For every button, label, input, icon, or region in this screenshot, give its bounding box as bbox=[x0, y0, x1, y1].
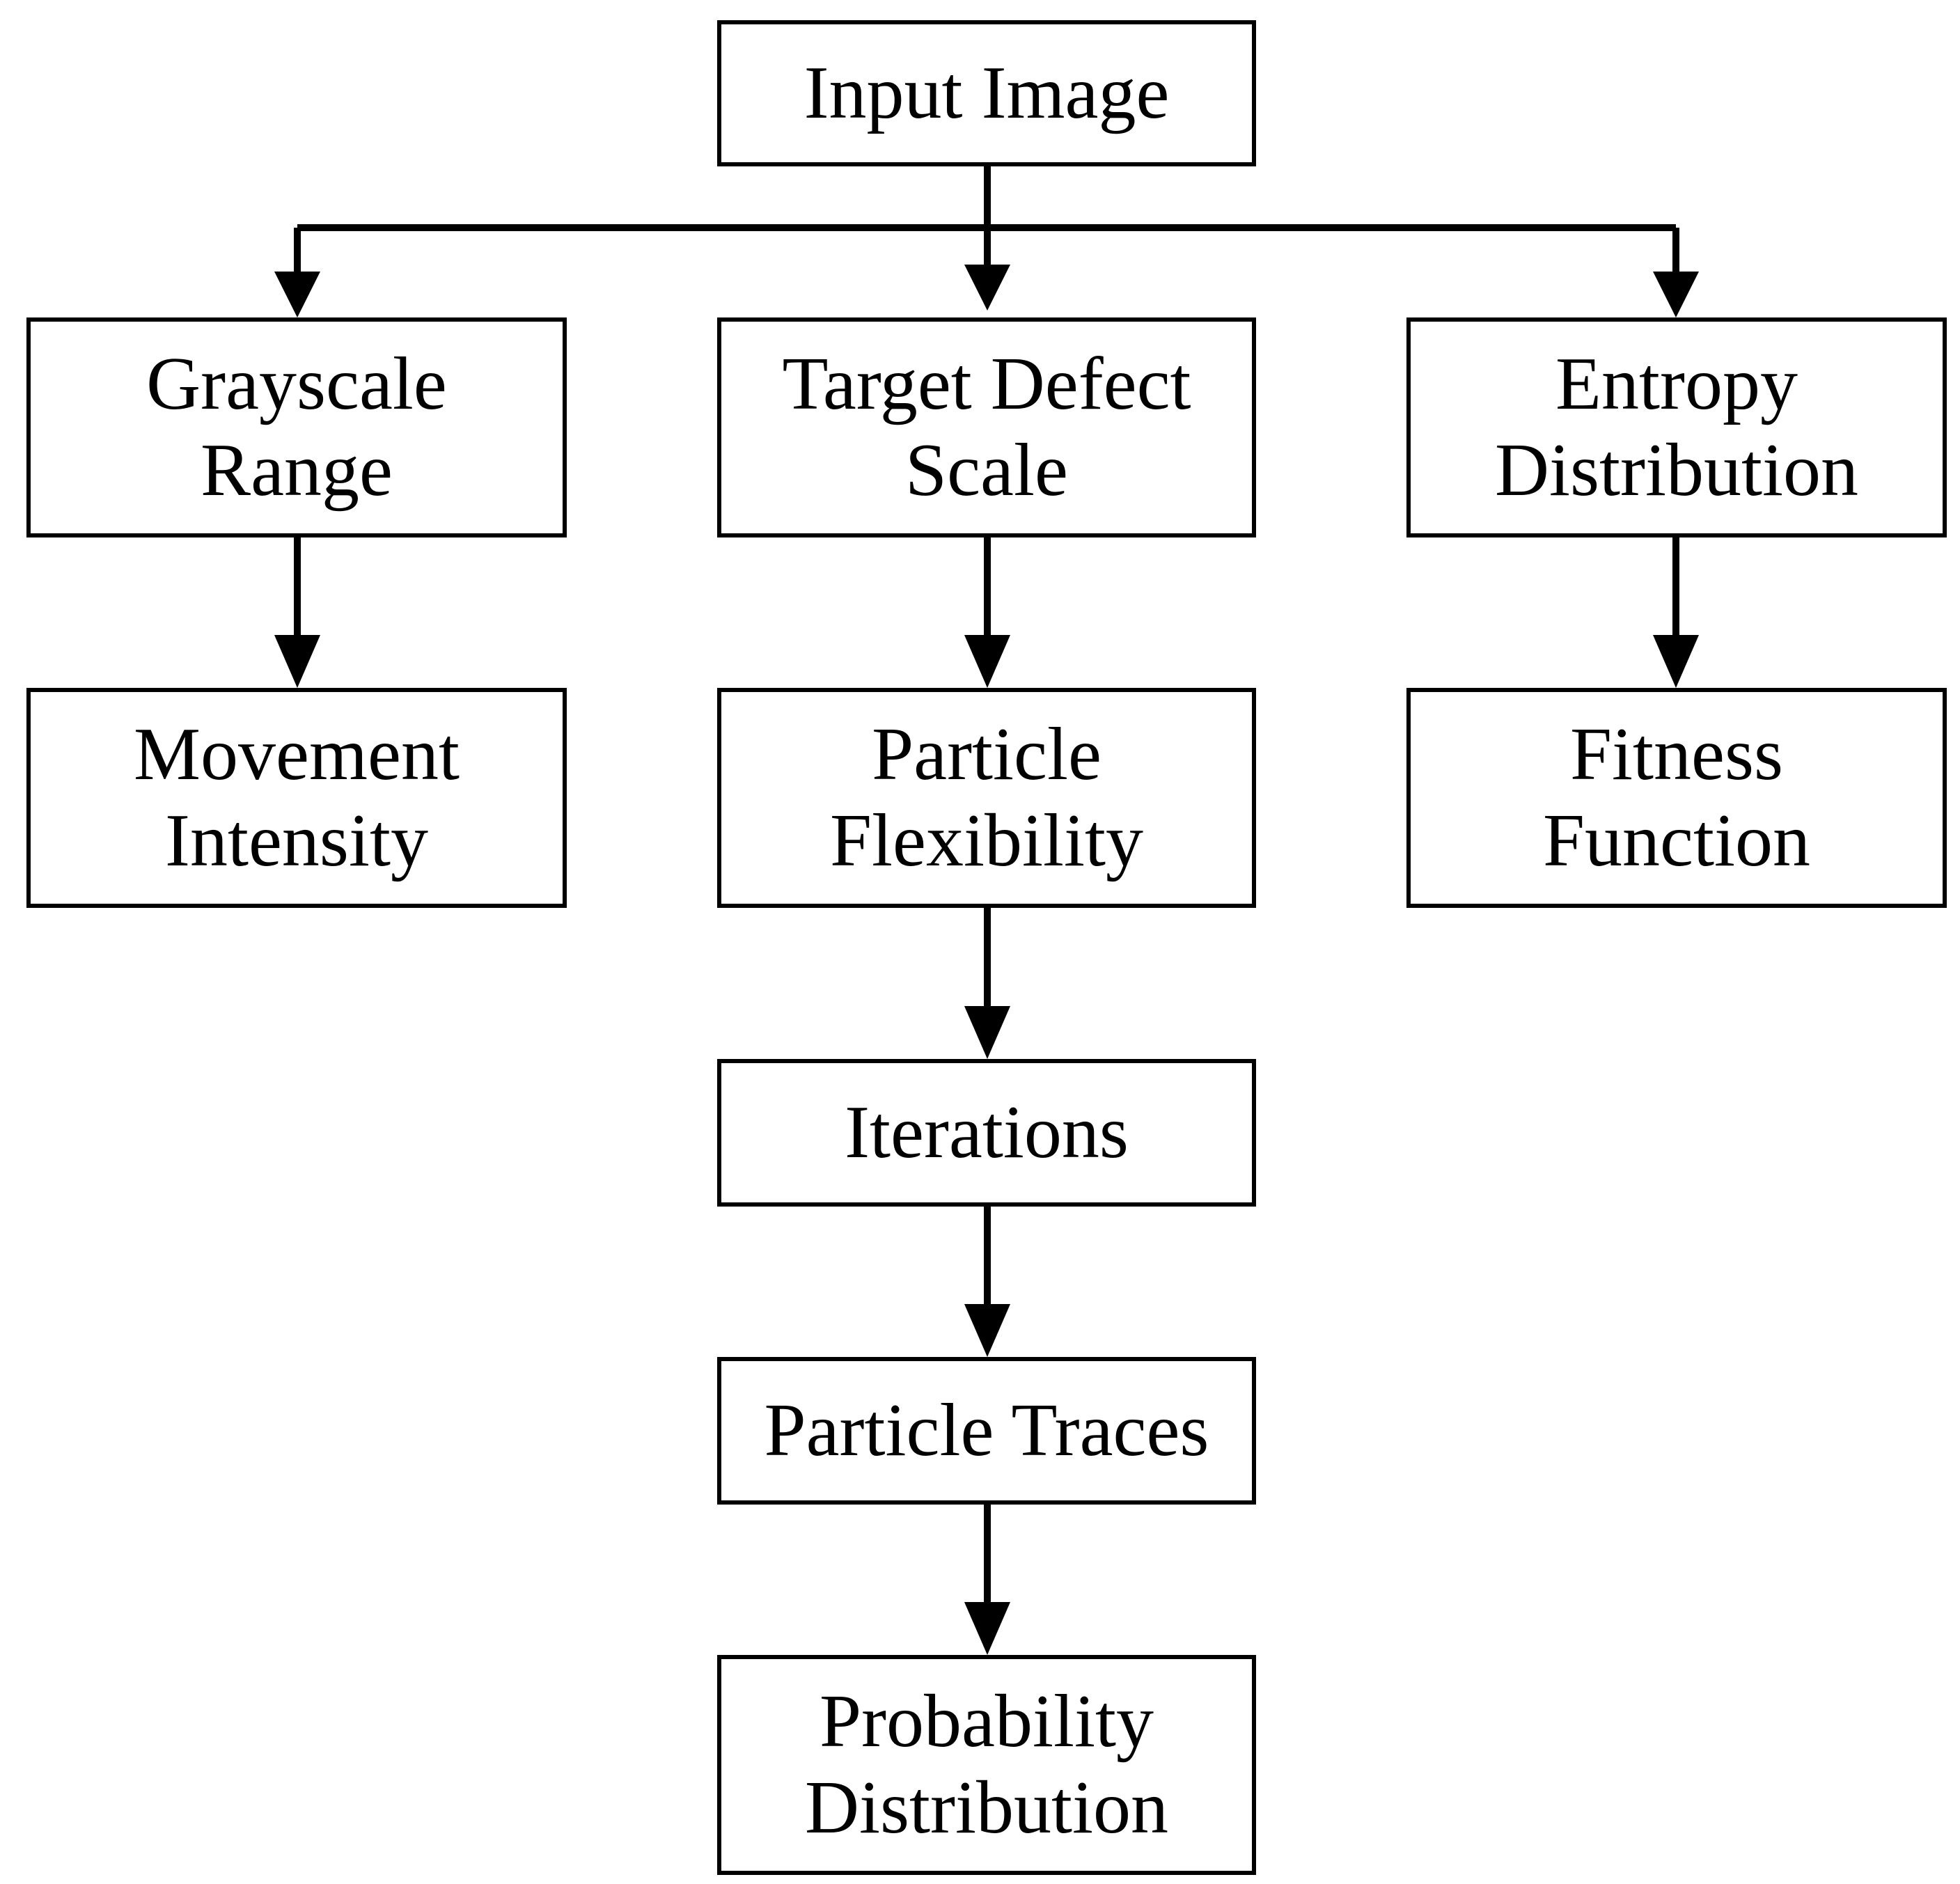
node-movement-intensity-label-line1: Movement bbox=[134, 713, 460, 796]
node-entropy-distribution: Entropy Distribution bbox=[1406, 317, 1947, 537]
arrowhead-grayscale-range bbox=[274, 272, 320, 317]
node-input-image-label: Input Image bbox=[803, 52, 1170, 134]
arrowhead-target-defect-scale bbox=[964, 265, 1010, 311]
node-movement-intensity: Movement Intensity bbox=[26, 688, 567, 908]
node-probability-distribution-label-line2: Distribution bbox=[804, 1766, 1169, 1849]
node-fitness-function: Fitness Function bbox=[1406, 688, 1947, 908]
node-particle-flexibility: Particle Flexibility bbox=[717, 688, 1256, 908]
node-fitness-function-label-line2: Function bbox=[1542, 799, 1810, 882]
node-particle-traces-label: Particle Traces bbox=[764, 1389, 1209, 1472]
node-movement-intensity-label-line2: Intensity bbox=[165, 799, 428, 882]
arrowhead-particle-flexibility bbox=[964, 635, 1010, 688]
arrowhead-particle-traces bbox=[964, 1304, 1010, 1357]
node-grayscale-range: Grayscale Range bbox=[26, 317, 567, 537]
node-particle-flexibility-label-line1: Particle bbox=[872, 713, 1101, 796]
node-entropy-distribution-label-line2: Distribution bbox=[1494, 429, 1859, 512]
node-target-defect-scale-label-line1: Target Defect bbox=[782, 343, 1191, 425]
node-grayscale-range-label-line1: Grayscale bbox=[146, 343, 447, 425]
node-iterations: Iterations bbox=[717, 1059, 1256, 1207]
node-target-defect-scale-label-line2: Scale bbox=[905, 429, 1068, 512]
node-grayscale-range-label-line2: Range bbox=[201, 429, 393, 512]
node-fitness-function-label-line1: Fitness bbox=[1569, 713, 1784, 796]
node-iterations-label: Iterations bbox=[845, 1091, 1129, 1174]
node-target-defect-scale: Target Defect Scale bbox=[717, 317, 1256, 537]
arrowhead-probability-distribution bbox=[964, 1602, 1010, 1655]
arrowhead-movement-intensity bbox=[274, 635, 320, 688]
arrowhead-fitness-function bbox=[1653, 635, 1699, 688]
node-particle-flexibility-label-line2: Flexibility bbox=[829, 799, 1144, 882]
arrowhead-iterations bbox=[964, 1006, 1010, 1059]
node-probability-distribution-label-line1: Probability bbox=[820, 1680, 1154, 1763]
node-probability-distribution: Probability Distribution bbox=[717, 1655, 1256, 1875]
node-entropy-distribution-label-line1: Entropy bbox=[1555, 343, 1798, 425]
arrowhead-entropy-distribution bbox=[1653, 272, 1699, 317]
node-input-image: Input Image bbox=[717, 20, 1256, 166]
node-particle-traces: Particle Traces bbox=[717, 1357, 1256, 1505]
